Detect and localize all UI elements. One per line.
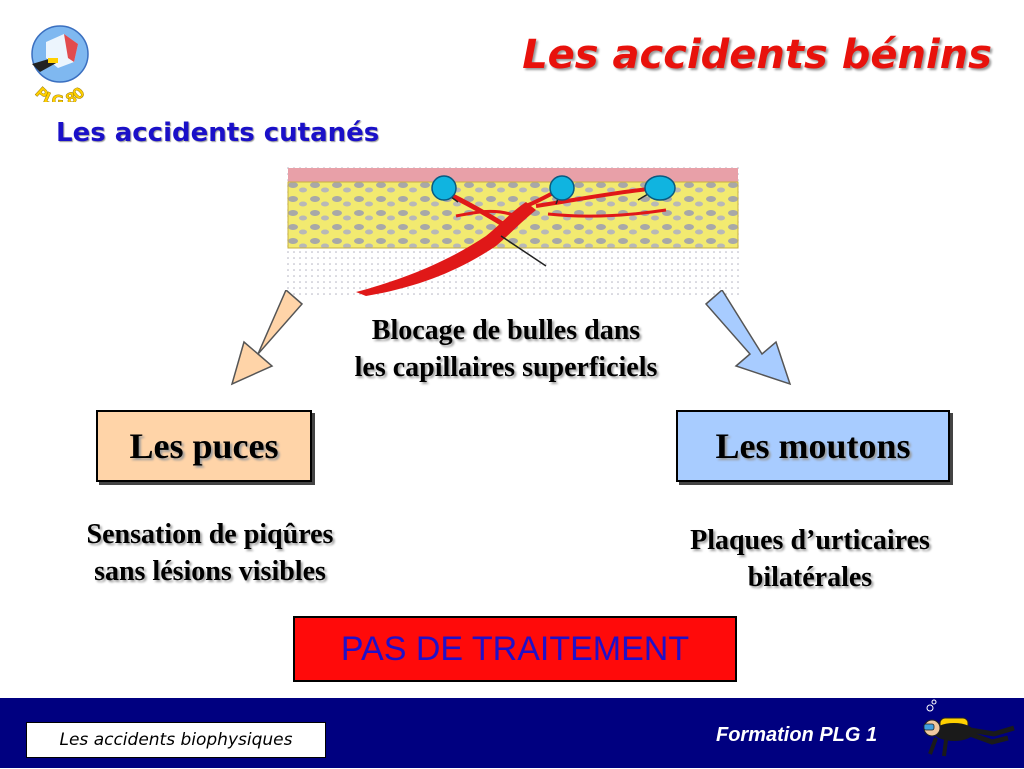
moutons-description-line-2: bilatérales: [747, 562, 873, 594]
puces-description-line-2: sans lésions visibles: [94, 556, 326, 588]
diver-icon: [910, 698, 1020, 764]
left-arrow: [224, 288, 324, 390]
svg-text:PLG 80: PLG 80: [31, 83, 88, 102]
slide-subtitle: Les accidents cutanés: [56, 118, 380, 148]
center-caption-line-2: les capillaires superficiels: [354, 352, 658, 384]
moutons-description: Plaques d’urticaires bilatérales: [620, 522, 1000, 596]
moutons-description-line-1: Plaques d’urticaires: [690, 525, 930, 556]
right-arrow: [700, 288, 800, 390]
footer-left-label: Les accidents biophysiques: [26, 722, 326, 758]
puces-description-line-1: Sensation de piqûres: [86, 519, 334, 550]
skin-capillaries-illustration: [286, 166, 740, 296]
les-moutons-box: Les moutons: [676, 410, 950, 482]
no-treatment-banner: PAS DE TRAITEMENT: [293, 616, 737, 682]
slide-title: Les accidents bénins: [522, 32, 992, 78]
center-caption: Blocage de bulles dans les capillaires s…: [316, 312, 696, 386]
footer-right-label: Formation PLG 1: [716, 724, 878, 746]
plg-logo: PLG 80: [18, 18, 102, 111]
logo-text: PLG 80: [31, 83, 89, 110]
les-puces-box: Les puces: [96, 410, 312, 482]
puces-description: Sensation de piqûres sans lésions visibl…: [30, 516, 390, 590]
center-caption-line-1: Blocage de bulles dans: [371, 315, 641, 346]
